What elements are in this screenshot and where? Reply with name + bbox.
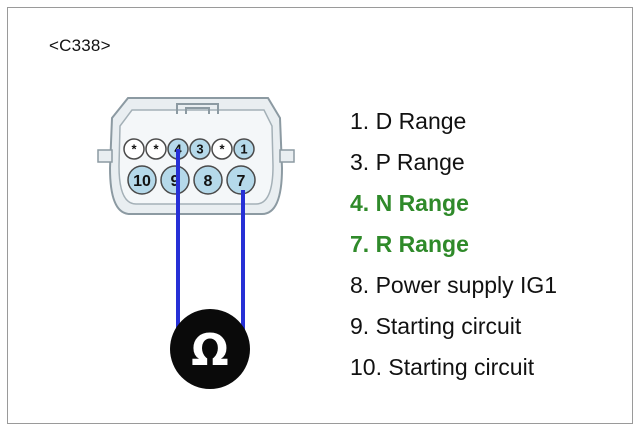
ohm-symbol: Ω xyxy=(191,325,228,376)
connector-label: <C338> xyxy=(49,36,111,55)
pin-10 xyxy=(127,165,157,195)
top-pin-label: * xyxy=(131,142,137,157)
pin-unused xyxy=(123,138,145,160)
bottom-pin-label: 7 xyxy=(237,173,246,190)
diagram-frame xyxy=(7,7,633,424)
connector-latch xyxy=(176,103,219,114)
bottom-pin-row: 10 9 8 7 xyxy=(127,165,256,195)
pin-8 xyxy=(193,165,223,195)
legend-item: 4. N Range xyxy=(350,190,469,216)
top-pin-label: * xyxy=(219,142,225,157)
legend-item: 10. Starting circuit xyxy=(350,354,535,380)
top-pin-label: 1 xyxy=(240,142,247,157)
bottom-pin-label: 8 xyxy=(204,173,213,190)
ohmmeter-icon xyxy=(170,309,250,389)
connector-notch-right xyxy=(279,149,295,163)
legend-item: 7. R Range xyxy=(350,231,469,257)
pin-unused xyxy=(145,138,167,160)
bottom-pin-label: 9 xyxy=(171,173,180,190)
connector-notch-left xyxy=(97,149,113,163)
pin-unused xyxy=(211,138,233,160)
pin-1 xyxy=(233,138,255,160)
pin-3 xyxy=(189,138,211,160)
bottom-pin-label: 10 xyxy=(133,173,151,190)
legend-item: 8. Power supply IG1 xyxy=(350,272,558,298)
pin-legend: 1. D Range 3. P Range 4. N Range 7. R Ra… xyxy=(350,101,557,388)
pin-9 xyxy=(160,165,190,195)
legend-item: 3. P Range xyxy=(350,149,465,175)
legend-item: 1. D Range xyxy=(350,108,467,134)
top-pin-label: * xyxy=(153,142,159,157)
legend-item: 9. Starting circuit xyxy=(350,313,522,339)
top-pin-label: 3 xyxy=(196,142,203,157)
